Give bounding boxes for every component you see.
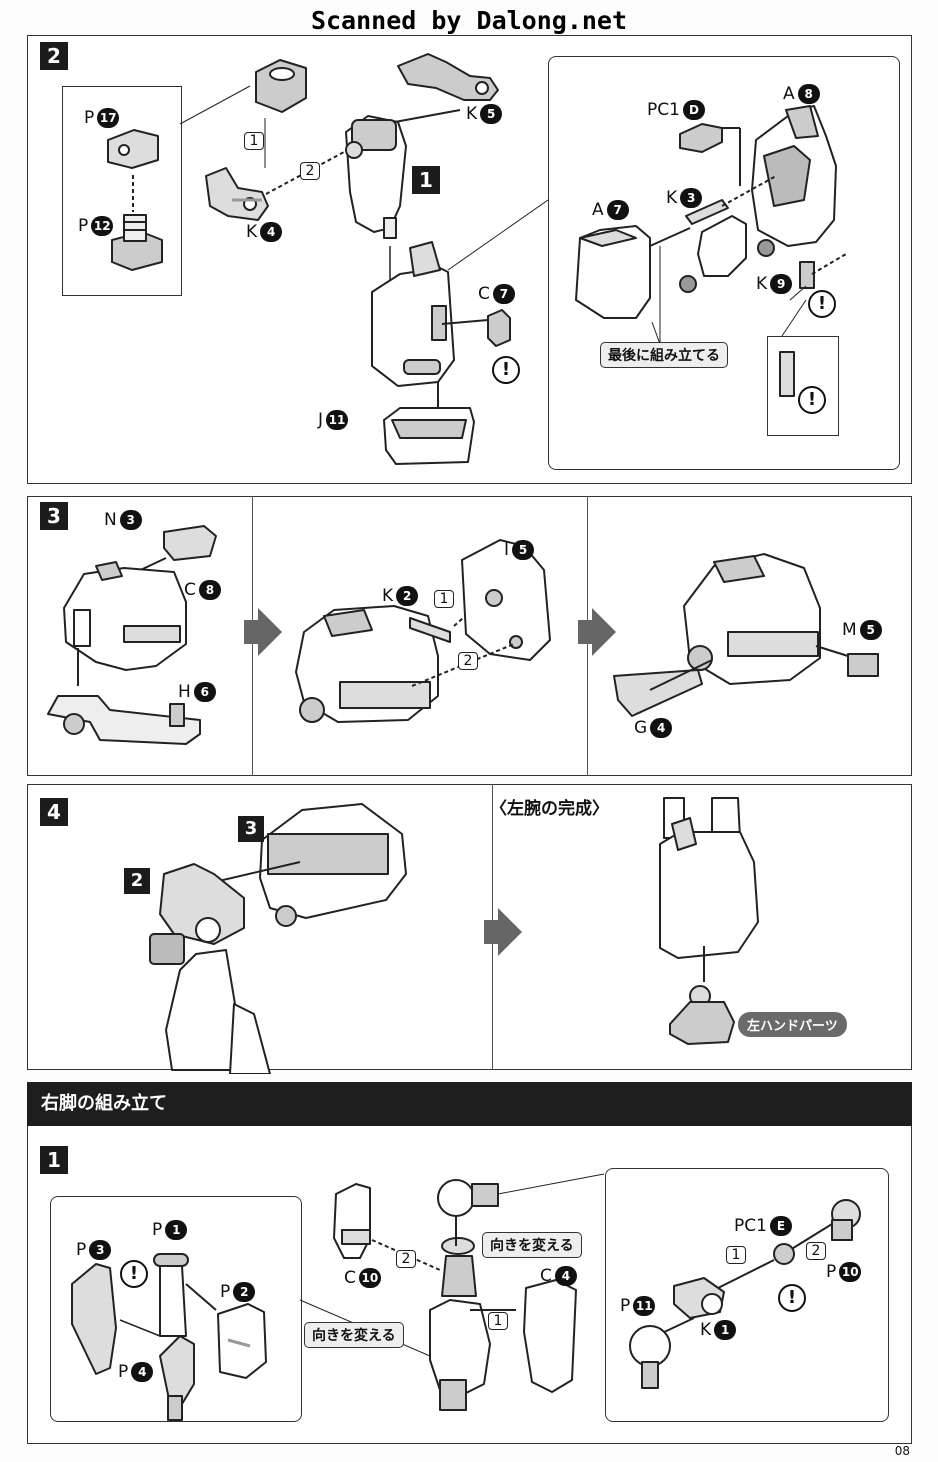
- left-hand-parts-label: 左ハンドパーツ: [738, 1012, 847, 1037]
- page-number: 08: [894, 1444, 910, 1458]
- right-leg-section-title: 右脚の組み立て: [27, 1082, 912, 1126]
- leg-inset-order-1: 1: [726, 1246, 746, 1264]
- leg-inset-order-2: 2: [806, 1242, 826, 1260]
- step-4-illustration: [149, 797, 759, 1074]
- step-3-illustration: [47, 525, 879, 745]
- step-2-illustration: [107, 53, 847, 465]
- leg-order-1: 1: [488, 1312, 508, 1330]
- right-leg-step-1-badge: 1: [40, 1146, 68, 1174]
- warning-icon-inset: !: [798, 386, 826, 414]
- warning-icon-c7: !: [492, 356, 520, 384]
- watermark-text: Scanned by Dalong.net: [310, 6, 628, 35]
- step-4-badge: 4: [40, 798, 68, 826]
- right-leg-illustration: [71, 1173, 861, 1421]
- warning-icon-k9: !: [808, 290, 836, 318]
- assemble-last-note: 最後に組み立てる: [600, 342, 728, 368]
- step3-order-2: 2: [458, 652, 478, 670]
- step-3-badge: 3: [40, 502, 68, 530]
- step-2-badge: 2: [40, 42, 68, 70]
- sub-badge-1: 1: [412, 166, 440, 194]
- turn-direction-note-left: 向きを変える: [304, 1322, 404, 1348]
- left-arm-complete-title: 〈左腕の完成〉: [490, 799, 609, 819]
- ref-badge-3: 3: [238, 816, 264, 842]
- order-1-hex: 1: [244, 132, 264, 150]
- ref-badge-2: 2: [124, 868, 150, 894]
- leg-order-2: 2: [396, 1250, 416, 1268]
- warning-icon-pc1e: !: [778, 1284, 806, 1312]
- step3-order-1: 1: [434, 590, 454, 608]
- warning-icon-p1: !: [120, 1260, 148, 1288]
- turn-direction-note-top: 向きを変える: [482, 1232, 582, 1258]
- order-2-hex: 2: [300, 162, 320, 180]
